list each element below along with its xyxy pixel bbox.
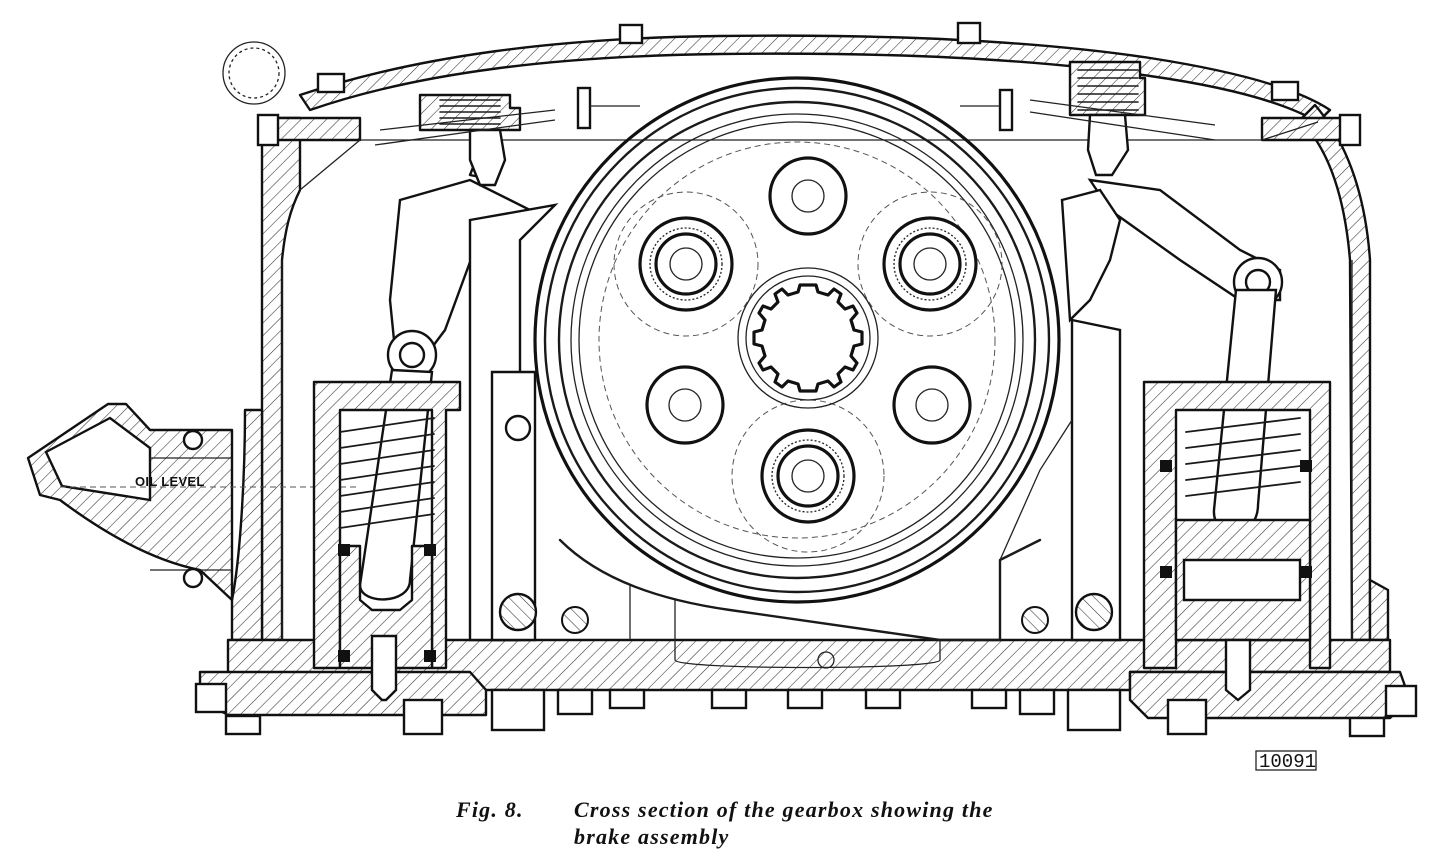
planet-gear-left xyxy=(613,191,759,337)
right-brake-band-anchor xyxy=(999,318,1122,642)
right-brake-adjuster xyxy=(1029,60,1216,177)
planet-carrier xyxy=(645,156,972,445)
caption-line-1: Cross section of the gearbox showing the xyxy=(574,797,994,822)
drawing-reference-box: 10091 xyxy=(1255,750,1317,773)
top-bolts xyxy=(256,21,1362,147)
figure-number: Fig. 8. xyxy=(456,797,524,822)
right-spring-cylinder xyxy=(1142,380,1332,702)
gearbox-casing xyxy=(198,34,1412,720)
planet-gear-right xyxy=(857,191,1003,337)
splined-sun-shaft xyxy=(737,267,879,409)
oil-level-label: OIL LEVEL xyxy=(135,474,205,489)
left-brake-band-anchor xyxy=(468,203,589,642)
caption-line-2: brake assembly xyxy=(574,824,730,849)
left-brake-adjuster xyxy=(374,93,556,187)
sump-bolts xyxy=(194,682,1418,738)
drawing-reference-number: 10091 xyxy=(1259,751,1316,773)
oil-filler-neck xyxy=(26,402,234,602)
brake-drum xyxy=(533,76,1061,604)
lifting-ring xyxy=(222,41,286,105)
figure-caption: Fig. 8. Cross section of the gearbox show… xyxy=(456,796,1216,850)
left-spring-cylinder xyxy=(312,380,462,702)
planet-gear-bottom xyxy=(731,399,885,553)
